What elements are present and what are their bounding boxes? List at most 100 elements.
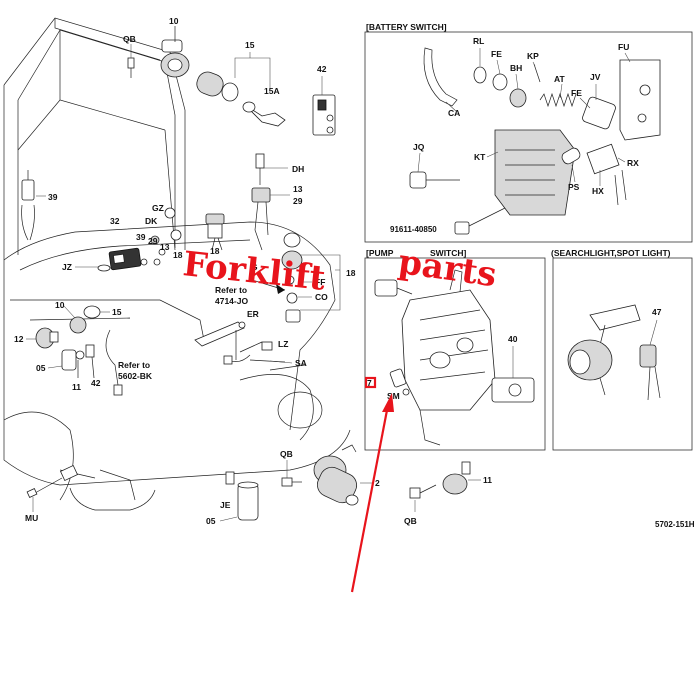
battery-switch-panel: [364, 31, 693, 243]
label-g: G: [251, 262, 258, 272]
bolt-part-qb2: [281, 477, 302, 487]
lamp-switch-part-47: [639, 344, 661, 401]
label-05b: 05: [206, 516, 216, 526]
connector-part-lz: [223, 341, 273, 365]
drawing-code: 5702-151H: [655, 520, 695, 529]
label-ps: PS: [568, 182, 580, 192]
bracket-part-er: [194, 321, 263, 360]
horn-button-part-18: [205, 213, 225, 251]
label-bh: BH: [510, 63, 522, 73]
label-sm: SM: [387, 391, 400, 401]
label-kt: KT: [474, 152, 486, 162]
battery-switch-title: [BATTERY SWITCH]: [366, 22, 447, 32]
relay-part-je: [225, 471, 259, 521]
bolt-part-qb3: [409, 484, 437, 499]
highlight-box-7: [364, 376, 377, 389]
label-jz: JZ: [62, 262, 72, 272]
label-15: 15: [245, 40, 255, 50]
label-11: 11: [72, 382, 81, 392]
cable-part-mu: [26, 464, 78, 498]
label-mu: MU: [25, 513, 38, 523]
label-32: 32: [110, 216, 120, 226]
pump-switch-panel: [364, 257, 546, 451]
label-13b: 13: [160, 242, 170, 252]
label-je: JE: [220, 500, 231, 510]
indicator-part-dh: [251, 153, 271, 251]
parts-11-42b: [75, 344, 95, 379]
label-12: 12: [14, 334, 24, 344]
label-39: 39: [48, 192, 58, 202]
solenoid-part-2: [313, 444, 359, 506]
label-10: 10: [169, 16, 179, 26]
ignition-cylinder-part-15: [196, 71, 286, 127]
label-at: AT: [554, 74, 566, 84]
label-15b: 15: [112, 307, 122, 317]
switch-part-42: [312, 94, 336, 136]
label-qb2: QB: [280, 449, 293, 459]
label-11b: 11: [483, 475, 492, 485]
label-kp: KP: [527, 51, 539, 61]
ref-4714-line1: Refer to: [215, 285, 247, 295]
control-valve-assembly: [374, 269, 535, 446]
watermark-forklift: Forklift: [181, 244, 327, 299]
label-10b: 10: [55, 300, 65, 310]
label-18a: 18: [173, 250, 183, 260]
label-15a: 15A: [264, 86, 280, 96]
label-hx: HX: [592, 186, 604, 196]
label-rx: RX: [627, 158, 639, 168]
label-05a: 05: [36, 363, 46, 373]
bolt-code: 91611-40850: [390, 225, 437, 234]
small-parts-gz-dk: [140, 207, 182, 266]
label-ff: FF: [315, 277, 325, 287]
pump-switch-title-end: SWITCH]: [430, 248, 467, 258]
searchlight-lamp: [567, 304, 641, 396]
switch-part-10b: [69, 305, 101, 334]
label-ca: CA: [448, 108, 460, 118]
ref-5602-line2: 5602-BK: [118, 371, 153, 381]
label-gz: GZ: [152, 203, 164, 213]
label-29: 29: [293, 196, 303, 206]
searchlight-panel: [552, 257, 693, 451]
label-2: 2: [375, 478, 380, 488]
label-18b: 18: [210, 246, 220, 256]
label-29b: 29: [148, 236, 158, 246]
label-fe1: FE: [491, 49, 502, 59]
searchlight-title: (SEARCHLIGHT,SPOT LIGHT): [551, 248, 671, 258]
label-47: 47: [652, 307, 662, 317]
label-jv: JV: [590, 72, 601, 82]
label-fe2: FE: [571, 88, 582, 98]
switch-assembly-ff-co: [281, 232, 303, 323]
label-co: CO: [315, 292, 328, 302]
key-switch-part-10: [160, 26, 190, 78]
label-fu: FU: [618, 42, 629, 52]
toggle-switch-part-39: [21, 170, 35, 241]
label-qb3: QB: [404, 516, 417, 526]
label-7: 7: [367, 378, 372, 388]
watermark-parts: parts: [396, 242, 499, 295]
battery-switch-parts: [409, 47, 661, 235]
pump-switch-title: [PUMP: [366, 248, 394, 258]
label-rl: RL: [473, 36, 484, 46]
label-18c: 18: [346, 268, 356, 278]
label-39b: 39: [136, 232, 146, 242]
label-40: 40: [508, 334, 518, 344]
ref-5602-line1: Refer to: [118, 360, 150, 370]
label-dh: DH: [292, 164, 304, 174]
label-42: 42: [317, 64, 327, 74]
meter-panel-part-32: [97, 247, 142, 272]
label-dk: DK: [145, 216, 158, 226]
label-42b: 42: [91, 378, 101, 388]
label-er: ER: [247, 309, 259, 319]
label-lz: LZ: [278, 339, 288, 349]
label-jq: JQ: [413, 142, 425, 152]
bolt-part-qb: [127, 57, 135, 78]
label-qb: QB: [123, 34, 136, 44]
label-13: 13: [293, 184, 303, 194]
sensor-part-11: [442, 461, 471, 495]
label-sa: SA: [295, 358, 307, 368]
relay-part-05: [61, 349, 77, 371]
switch-part-12: [35, 327, 59, 349]
ref-4714-line2: 4714-JO: [215, 296, 248, 306]
red-pointer-arrow: [350, 393, 394, 593]
